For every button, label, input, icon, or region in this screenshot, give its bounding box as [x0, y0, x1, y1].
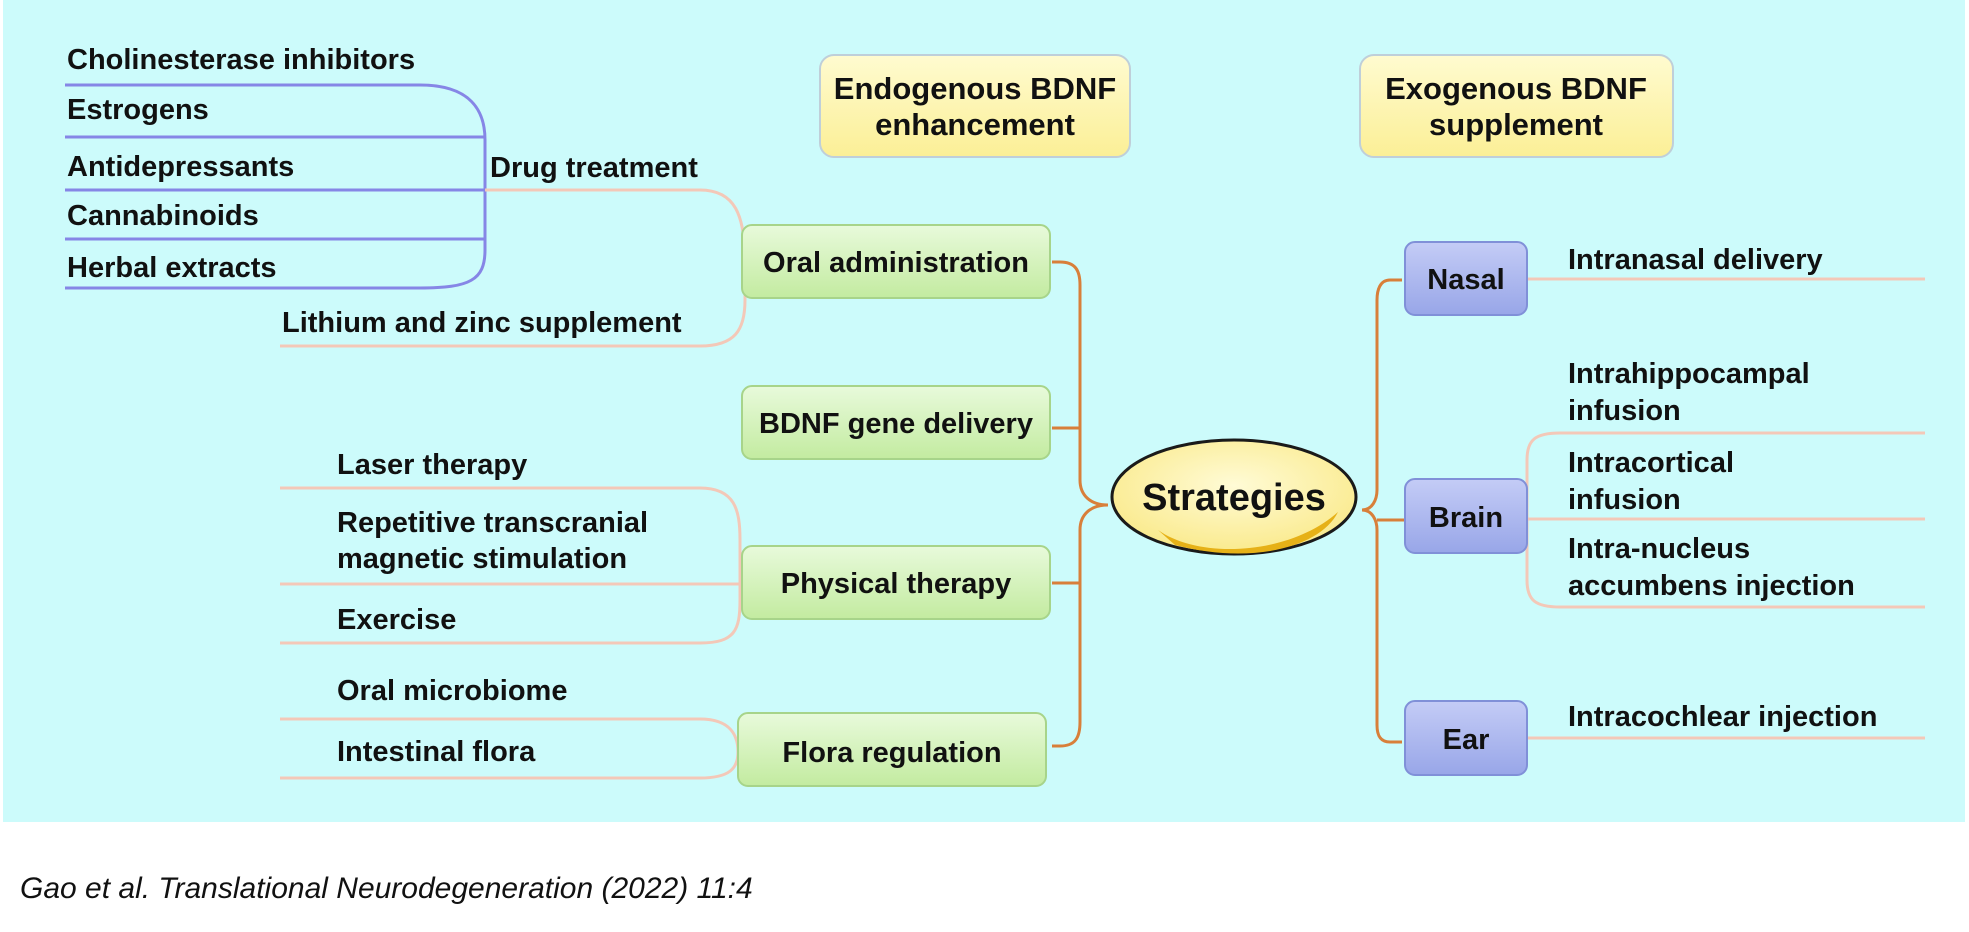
oral-administration-node: Oral administration [741, 224, 1051, 299]
rtms-label-line2: magnetic stimulation [337, 543, 627, 575]
drug-treatment-label: Drug treatment [490, 152, 698, 184]
bdnf-strategies-diagram: Endogenous BDNF enhancement Exogenous BD… [3, 0, 1965, 822]
accumbens-label-line1: Intra-nucleus [1568, 533, 1750, 565]
nasal-node: Nasal [1404, 241, 1528, 316]
physical-therapy-label: Physical therapy [781, 568, 1012, 600]
drug-label: Antidepressants [67, 151, 294, 183]
center-node: Strategies [1110, 438, 1358, 556]
nasal-label: Nasal [1427, 264, 1504, 296]
intestinal-flora-label: Intestinal flora [337, 736, 536, 768]
drug-label: Cannabinoids [67, 200, 259, 232]
laser-therapy-label: Laser therapy [337, 449, 527, 481]
rtms-label-line1: Repetitive transcranial [337, 507, 648, 539]
drug-label: Estrogens [67, 94, 209, 126]
lithium-label: Lithium and zinc supplement [282, 307, 682, 339]
exercise-label: Exercise [337, 604, 456, 636]
ear-node: Ear [1404, 700, 1528, 776]
hippocampal-label-line2: infusion [1568, 395, 1681, 427]
physical-therapy-node: Physical therapy [741, 545, 1051, 620]
hippocampal-label-line1: Intrahippocampal [1568, 358, 1810, 390]
brain-node: Brain [1404, 478, 1528, 554]
header-exogenous-line2: supplement [1429, 107, 1603, 142]
cortical-label-line2: infusion [1568, 484, 1681, 516]
header-endogenous-line1: Endogenous BDNF [834, 71, 1116, 106]
gene-delivery-node: BDNF gene delivery [741, 385, 1051, 460]
oral-administration-label: Oral administration [763, 247, 1029, 279]
header-endogenous-line2: enhancement [875, 107, 1075, 142]
gene-delivery-label: BDNF gene delivery [759, 408, 1033, 440]
orange-connectors [1052, 260, 1405, 748]
drug-label: Cholinesterase inhibitors [67, 44, 415, 76]
flora-regulation-node: Flora regulation [737, 712, 1047, 787]
citation: Gao et al. Translational Neurodegenerati… [20, 872, 753, 905]
header-endogenous: Endogenous BDNF enhancement [819, 54, 1131, 158]
header-exogenous-line1: Exogenous BDNF [1385, 71, 1647, 106]
accumbens-label-line2: accumbens injection [1568, 570, 1855, 602]
header-exogenous: Exogenous BDNF supplement [1359, 54, 1674, 158]
drug-label: Herbal extracts [67, 252, 277, 284]
ear-label: Ear [1443, 724, 1490, 756]
center-label: Strategies [1142, 477, 1326, 519]
drug-connectors [65, 83, 487, 290]
pink-connectors-right [1525, 277, 1925, 740]
flora-regulation-label: Flora regulation [782, 737, 1001, 769]
brain-label: Brain [1429, 502, 1503, 534]
intranasal-label: Intranasal delivery [1568, 244, 1823, 276]
cortical-label-line1: Intracortical [1568, 447, 1734, 479]
oral-microbiome-label: Oral microbiome [337, 675, 567, 707]
intracochlear-label: Intracochlear injection [1568, 701, 1877, 733]
